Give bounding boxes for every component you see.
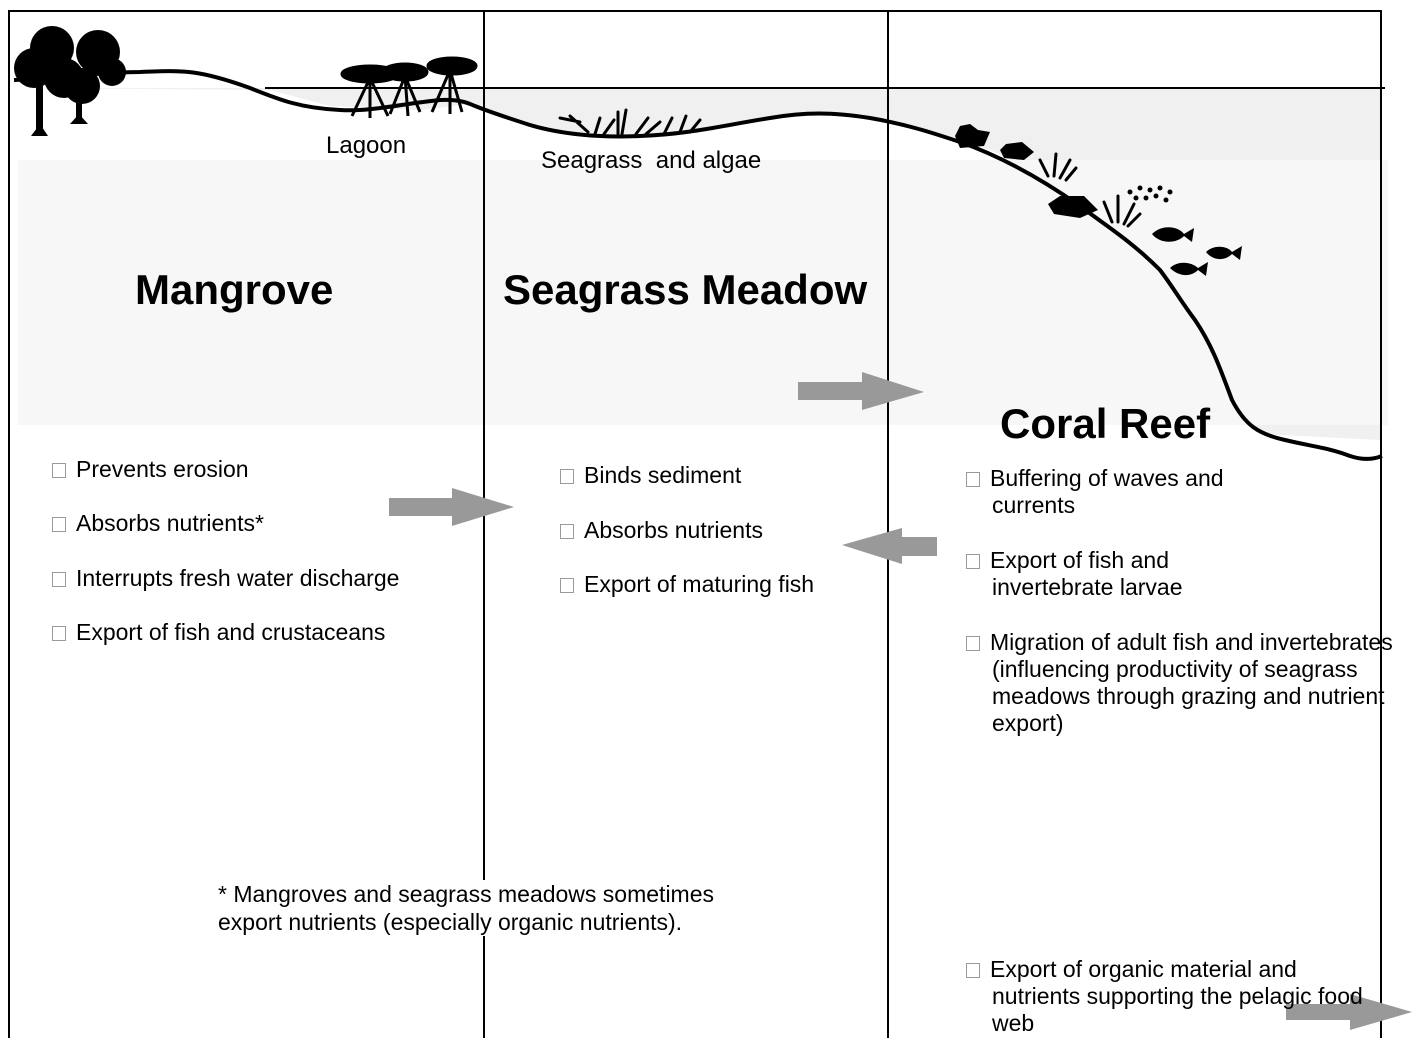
frame [8,10,1382,1038]
mangrove-title: Mangrove [135,266,334,313]
arrow-reef-to-ocean [1286,994,1412,1030]
arrow-reef-to-seagrass [842,528,937,564]
footnote: * Mangroves and seagrass meadows sometim… [214,880,719,936]
bullet-box-icon [966,472,980,487]
coral-branch-icon [1038,152,1142,228]
bullet-box-icon [966,554,980,569]
coral-reef-title: Coral Reef [1000,400,1211,447]
bullet-box-icon [560,469,574,484]
mangrove-root-icon [340,56,478,118]
panel-shade [18,160,1388,425]
bullet-box-icon [52,463,66,478]
seagrass-bullet: Export of maturing fish [560,571,814,598]
bullet-box-icon [966,636,980,651]
arrow-mangrove-to-seagrass [389,488,514,526]
footnote-line-1: * Mangroves and seagrass meadows sometim… [218,881,715,907]
seagrass-title: Seagrass Meadow [503,266,868,313]
footnote-line-2: export nutrients (especially organic nut… [218,909,683,935]
fish-icon [1152,227,1242,276]
bullet-box-icon [52,626,66,641]
bullet-box-icon [560,578,574,593]
sea-floor [13,69,1383,461]
coral-bullet: Migration of adult fish and invertebrate… [966,629,1402,737]
bullet-box-icon [966,963,980,978]
coral-bullet: Export of fish and invertebrate larvae [966,547,1252,601]
coral-bottom-bullet: Export of organic material and nutrients… [966,956,1382,1037]
bullet-box-icon [560,524,574,539]
bullet-box-icon [52,517,66,532]
coral-icon [955,124,1098,218]
mangrove-bullet: Interrupts fresh water discharge [52,565,399,592]
mangrove-bullet: Absorbs nutrients* [52,510,264,537]
mangrove-bullet: Export of fish and crustaceans [52,619,385,646]
arrow-icon [389,372,1412,1030]
mangrove-bullet: Prevents erosion [52,456,249,483]
coral-bullet: Buffering of waves and currents [966,465,1292,519]
arrow-seagrass-to-reef [798,372,924,410]
lagoon-label: Lagoon [326,132,407,159]
seagrass-icon [558,108,702,136]
fish-school-icon [1127,185,1173,203]
bullet-box-icon [52,572,66,587]
seagrass-bullet: Absorbs nutrients [560,517,763,544]
seagrass-algae-label: Seagrass and algae [541,147,762,174]
mangrove-tree-icon [14,26,126,136]
seagrass-bullet: Binds sediment [560,462,741,489]
